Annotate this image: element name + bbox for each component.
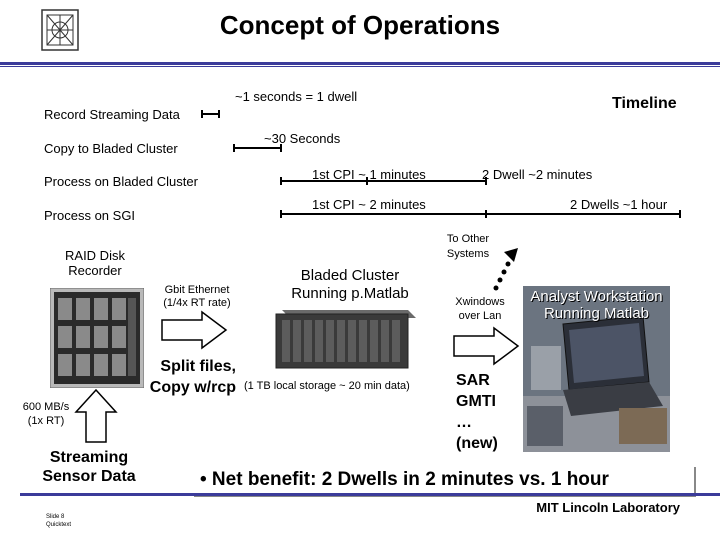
other-systems-dotted-arrow [493,248,518,291]
lincoln-logo [38,8,82,52]
raid-label-line1: RAID Disk [65,248,125,263]
footer-small-text: Quicktext [46,522,72,528]
bladed-cluster-image [272,304,418,372]
right-arrow-icon [161,310,228,350]
raid-label: RAID Disk Recorder [50,248,140,278]
output-gmti: GMTI [456,393,496,410]
timeline-note: ~1 seconds = 1 dwell [235,89,358,104]
streaming-label: Streaming Sensor Data [30,448,148,486]
output-ellipsis: … [456,414,472,431]
rate-label: 600 MB/s (1x RT) [14,400,78,428]
timeline-bars [201,110,681,218]
timeline-note: 1st CPI ~ 2 minutes [312,197,426,212]
timeline-heading: Timeline [612,95,677,112]
gbit-label-line2: (1/4x RT rate) [163,297,231,309]
timeline-row-label: Process on Bladed Cluster [44,174,198,189]
other-line2: Systems [446,248,490,260]
analyst-line2: Running Matlab [543,305,650,322]
right-arrow-icon [453,326,520,366]
xwindows-label: Xwindows over Lan [444,295,516,323]
gbit-label: Gbit Ethernet (1/4x RT rate) [150,284,244,310]
split-line2: Copy w/rcp [149,379,236,396]
timeline-row-label: Copy to Bladed Cluster [44,141,178,156]
net-benefit-box: • Net benefit: 2 Dwells in 2 minutes vs.… [192,465,694,495]
title-rule-thin [0,66,720,67]
analyst-label: Analyst Workstation Running Matlab [523,288,670,322]
other-line1: To Other [446,233,490,245]
rate-line1: 600 MB/s [22,401,70,413]
title-rule [0,62,720,65]
outputs-list: SAR GMTI … (new) [456,370,498,454]
streaming-line2: Sensor Data [42,468,136,485]
output-new: (new) [456,435,498,452]
split-files-note: Split files, Copy w/rcp [140,356,236,398]
analyst-workstation-image [523,286,670,452]
streaming-line1: Streaming [49,449,129,466]
slide-number: Slide 8 Quicktext [46,513,71,529]
xwindows-line2: over Lan [458,310,502,322]
slide-title: Concept of Operations [219,10,501,40]
raid-recorder-image [49,287,145,389]
storage-note: (1 TB local storage ~ 20 min data) [244,380,410,392]
rate-line2: (1x RT) [27,415,65,427]
other-systems-label: To Other Systems [436,232,500,262]
raid-label-line2: Recorder [68,263,122,278]
split-line1: Split files, [160,358,236,375]
xwindows-line1: Xwindows [455,296,505,308]
slide-num-text: Slide 8 [46,514,65,520]
up-arrow-icon [74,388,118,443]
gbit-label-line1: Gbit Ethernet [164,284,230,296]
cluster-label-line2: Running p.Matlab [291,285,409,302]
timeline-row-label: Process on SGI [44,208,136,223]
output-sar: SAR [456,372,490,389]
timeline-row-label: Record Streaming Data [44,107,180,122]
timeline-note: 2 Dwells ~1 hour [570,197,668,212]
timeline-note: ~30 Seconds [264,131,341,146]
cluster-label-line1: Bladed Cluster [300,267,400,284]
analyst-line1: Analyst Workstation [530,288,663,305]
cluster-label: Bladed Cluster Running p.Matlab [270,267,430,303]
timeline-note: 1st CPI ~ 1 minutes [312,167,426,182]
footer-org: MIT Lincoln Laboratory [536,500,680,515]
timeline-note: 2 Dwell ~2 minutes [482,167,593,182]
footer-rule [20,493,720,496]
